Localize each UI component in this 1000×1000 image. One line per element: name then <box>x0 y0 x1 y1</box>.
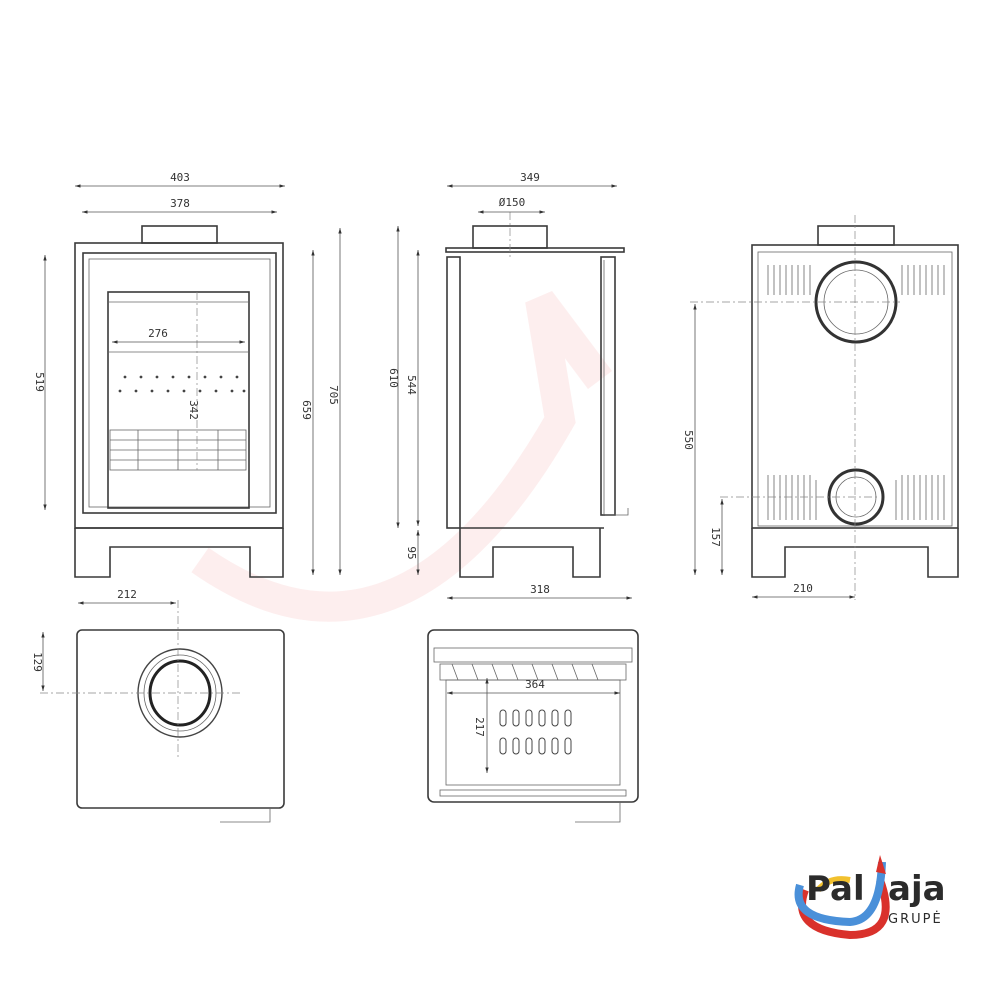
dim-inner-width: 378 <box>170 197 190 210</box>
dim-leg-height: 95 <box>405 546 418 559</box>
logo-subtitle: GRUPĖ <box>888 911 943 927</box>
dim-base-depth: 318 <box>530 583 550 596</box>
side-view: 349 Ø150 610 544 95 318 <box>387 171 632 600</box>
dim-overall-depth: 349 <box>520 171 540 184</box>
dim-overall-height: 705 <box>327 385 340 405</box>
dim-flue-diameter: Ø150 <box>499 196 526 209</box>
watermark-swoosh <box>191 291 612 622</box>
dim-door-height: 519 <box>33 372 46 392</box>
dim-inlet-offset: 210 <box>793 582 813 595</box>
bottom-air-slots <box>499 709 572 755</box>
grate <box>109 429 247 471</box>
dim-flue-height: 610 <box>387 368 400 388</box>
dim-body-height: 659 <box>300 400 313 420</box>
logo-text-right: aja <box>888 869 946 909</box>
dim-flue-offset-y: 129 <box>31 652 44 672</box>
top-view: 212 129 <box>31 588 285 823</box>
dim-overall-width: 403 <box>170 171 190 184</box>
dim-window-height: 342 <box>187 400 200 420</box>
bottom-view: 364 217 <box>427 629 639 823</box>
dim-flue-offset-x: 212 <box>117 588 137 601</box>
dim-bottom-depth: 217 <box>473 717 486 737</box>
door-vent-dots <box>118 375 246 393</box>
logo-text-left: Pal <box>806 869 865 909</box>
dim-lower-inlet-height: 157 <box>709 527 722 547</box>
back-view: 550 157 210 <box>682 215 959 600</box>
dim-window-width: 276 <box>148 327 168 340</box>
back-vent-slots <box>767 265 945 520</box>
front-view: 403 378 276 342 519 659 705 <box>33 171 342 578</box>
dim-bottom-width: 364 <box>525 678 545 691</box>
dim-body-height: 544 <box>405 375 418 395</box>
dim-upper-outlet-height: 550 <box>682 430 695 450</box>
paljaja-logo: Pal aja GRUPĖ <box>794 855 946 940</box>
